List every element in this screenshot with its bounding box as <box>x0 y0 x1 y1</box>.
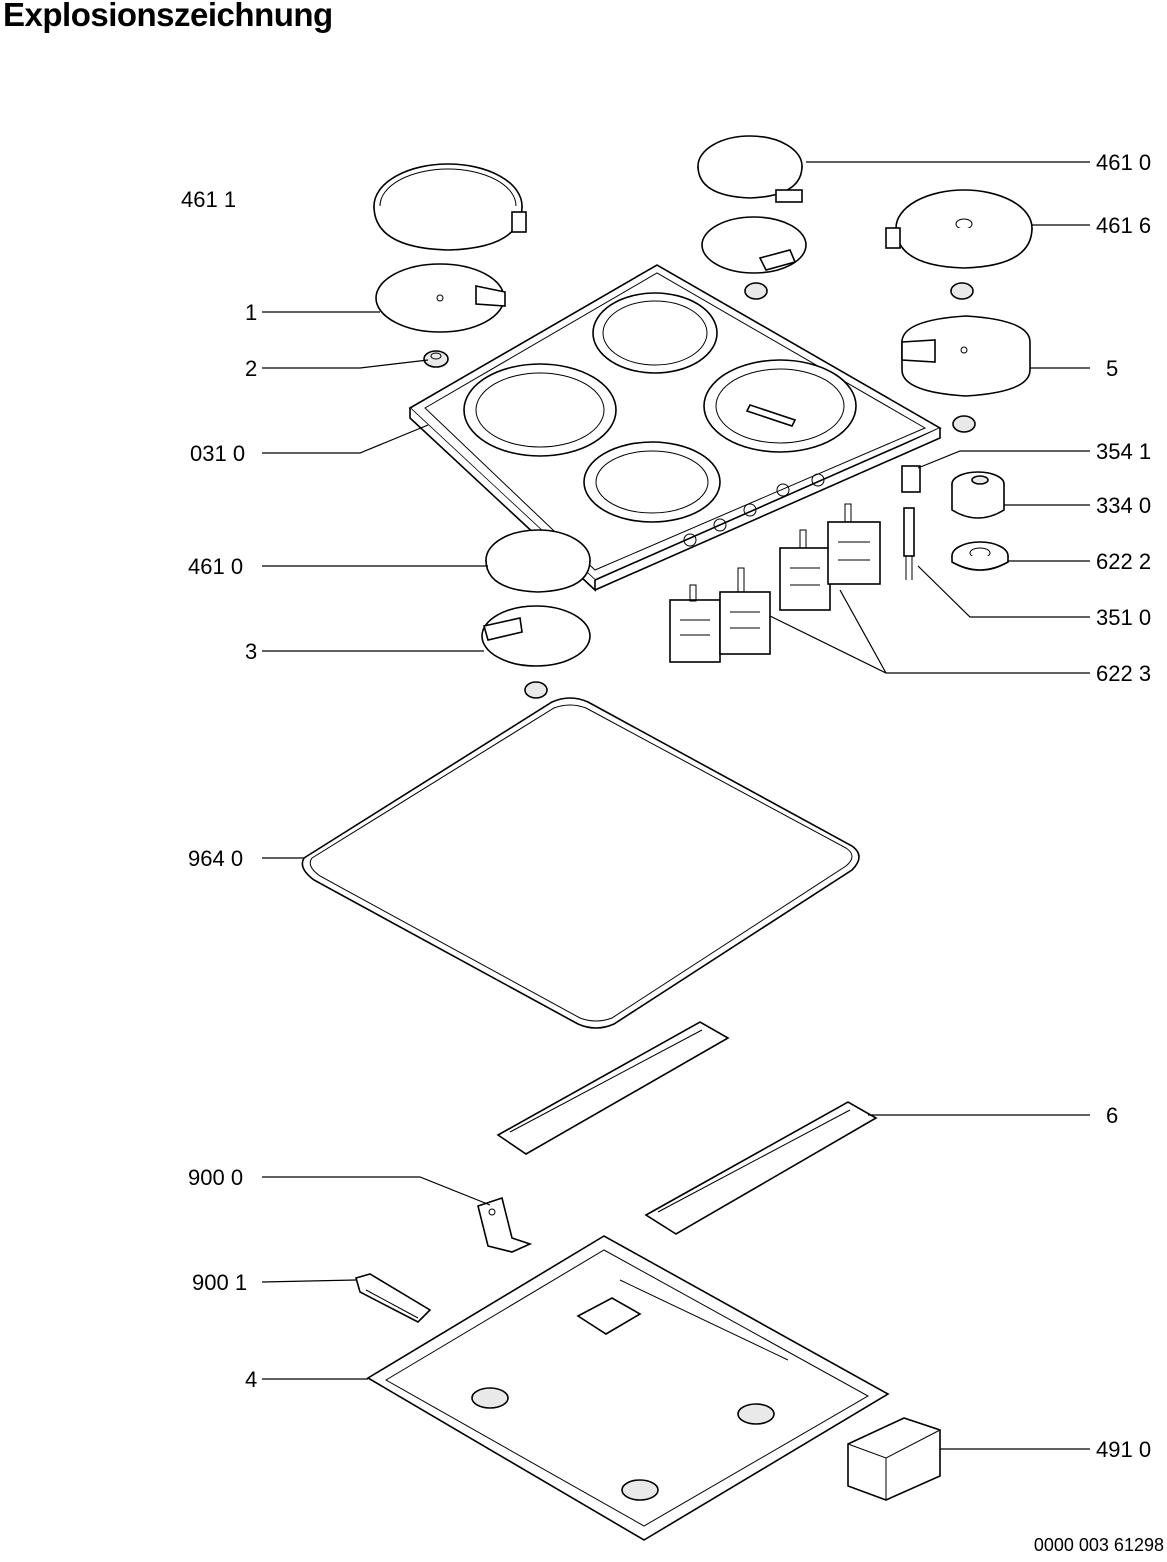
label-2: 2 <box>245 356 257 381</box>
label-5: 5 <box>1106 356 1118 381</box>
label-6: 6 <box>1106 1103 1118 1128</box>
label-1: 1 <box>245 300 257 325</box>
support-rail-lower-6 <box>644 1101 878 1235</box>
nut-2 <box>423 350 449 368</box>
label-4: 4 <box>245 1367 257 1392</box>
label-900-0: 900 0 <box>188 1165 243 1190</box>
reflector-disc-3 <box>481 605 591 667</box>
control-knob-334-0 <box>951 471 1005 519</box>
reflector-disc-top-center <box>701 216 807 274</box>
nut-5-lower <box>952 415 976 433</box>
seal-gasket-964-0 <box>301 697 860 1029</box>
spindle-holder-354-1 <box>901 465 921 493</box>
label-622-2: 622 2 <box>1096 549 1151 574</box>
terminal-block-491-0 <box>847 1417 941 1501</box>
nut-3-lower <box>524 681 548 699</box>
label-622-3: 622 3 <box>1096 661 1151 686</box>
knob-ring-622-2 <box>951 541 1009 571</box>
label-964-0: 964 0 <box>188 846 243 871</box>
label-334-0: 334 0 <box>1096 493 1151 518</box>
label-461-0-right: 461 0 <box>1096 150 1151 175</box>
hotplate-461-0-left <box>485 529 591 593</box>
label-461-1: 461 1 <box>181 187 236 212</box>
label-900-1: 900 1 <box>192 1270 247 1295</box>
label-351-0: 351 0 <box>1096 605 1151 630</box>
label-031-0: 031 0 <box>190 441 245 466</box>
nut-top-right <box>950 282 974 300</box>
hotplate-461-1 <box>373 163 527 251</box>
label-3: 3 <box>245 639 257 664</box>
reflector-cup-5 <box>901 315 1031 397</box>
label-354-1: 354 1 <box>1096 439 1151 464</box>
page-title: Explosionszeichnung <box>3 0 333 33</box>
bottom-tray-4 <box>366 1235 890 1541</box>
bracket-900-0 <box>477 1196 533 1253</box>
hotplate-461-6 <box>885 189 1033 269</box>
support-rail-upper <box>496 1021 730 1155</box>
reflector-disc-1 <box>375 263 506 333</box>
label-491-0: 491 0 <box>1096 1437 1151 1462</box>
label-461-0-left: 461 0 <box>188 554 243 579</box>
nut-top-center <box>744 282 768 300</box>
energy-regulator-switches-622-3 <box>669 503 881 663</box>
bracket-900-1 <box>355 1273 432 1323</box>
label-461-6: 461 6 <box>1096 213 1151 238</box>
document-number: 0000 003 61298 <box>1033 1535 1164 1555</box>
spindle-351-0 <box>903 507 915 580</box>
hotplate-461-0-top <box>697 135 803 203</box>
leader-lines <box>261 161 1090 1450</box>
